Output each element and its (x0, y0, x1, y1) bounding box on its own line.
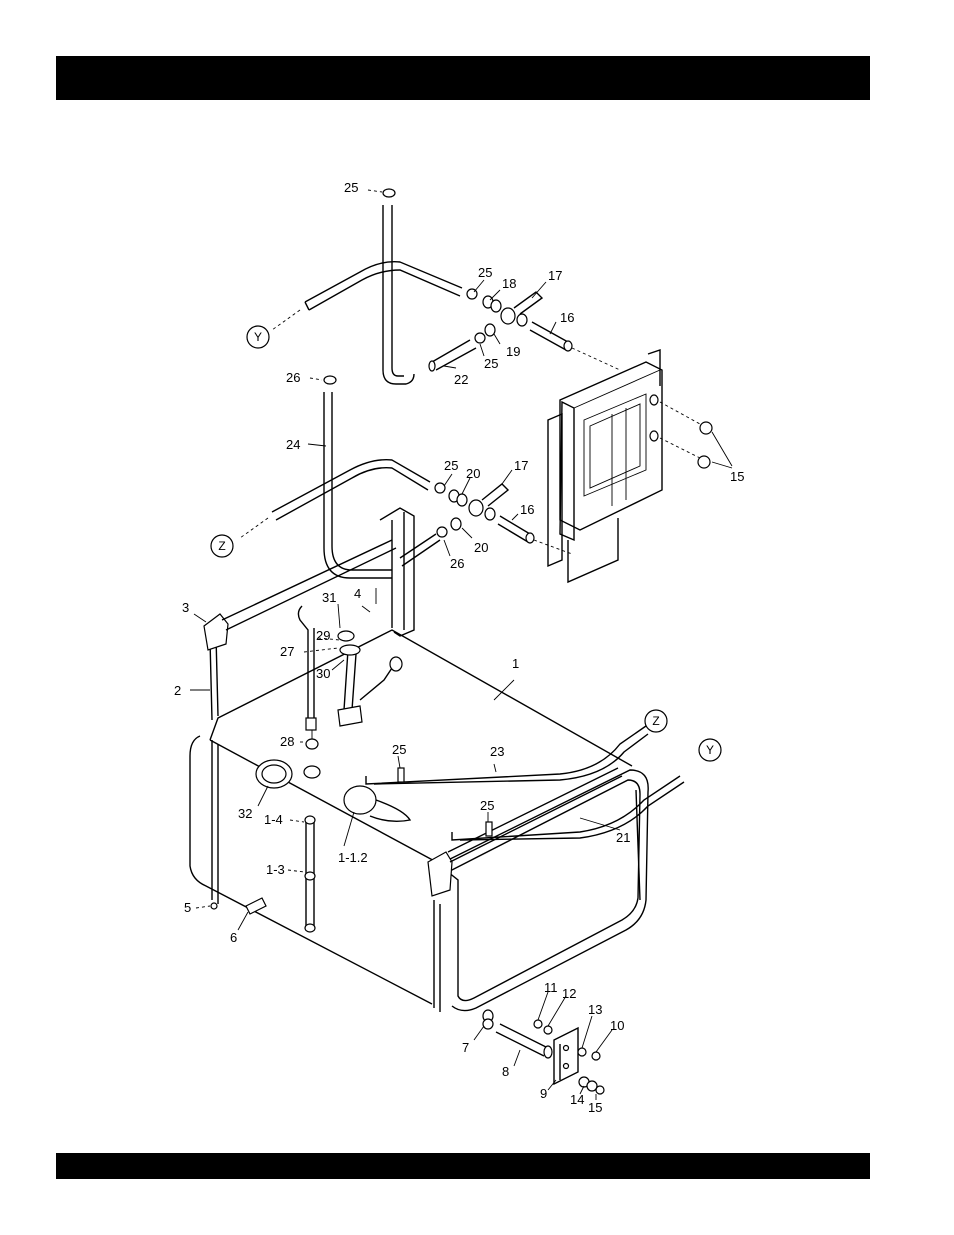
part-label: 13 (588, 1002, 602, 1017)
upper-hose-assembly (272, 189, 620, 384)
part-label: 14 (570, 1092, 584, 1107)
part-label: 16 (520, 502, 534, 517)
svg-text:Z: Z (218, 539, 225, 553)
part-label: 28 (280, 734, 294, 749)
part-label: 10 (610, 1018, 624, 1033)
part-label: 8 (502, 1064, 509, 1079)
part-label: 27 (280, 644, 294, 659)
part-label: 17 (548, 268, 562, 283)
part-label: 1-3 (266, 862, 285, 877)
part-label: 22 (454, 372, 468, 387)
svg-text:Y: Y (706, 743, 714, 757)
cooler-bracket (548, 350, 732, 582)
part-label: 26 (450, 556, 464, 571)
part-label: 31 (322, 590, 336, 605)
part-label: 15 (730, 469, 744, 484)
part-label: 1-4 (264, 812, 283, 827)
part-label: 25 (444, 458, 458, 473)
part-label: 26 (286, 370, 300, 385)
part-label: 25 (478, 265, 492, 280)
part-label: 16 (560, 310, 574, 325)
part-label: 21 (616, 830, 630, 845)
part-label: 12 (562, 986, 576, 1001)
part-label: 29 (316, 628, 330, 643)
part-label: 25 (344, 180, 358, 195)
part-label: 23 (490, 744, 504, 759)
fuel-tank (190, 540, 684, 1029)
part-label: 30 (316, 666, 330, 681)
part-label: 15 (588, 1100, 602, 1115)
part-label: 20 (474, 540, 488, 555)
part-labels: 25 25 18 17 16 19 25 22 26 24 25 20 17 1… (174, 180, 744, 1115)
part-label: 11 (544, 980, 558, 995)
part-label: 19 (506, 344, 520, 359)
part-label: 25 (484, 356, 498, 371)
bottom-bracket (496, 1020, 604, 1094)
part-label: 3 (182, 600, 189, 615)
part-label: 2 (174, 683, 181, 698)
callout-z-left: Z (211, 535, 233, 557)
part-label: 7 (462, 1040, 469, 1055)
part-label: 18 (502, 276, 516, 291)
part-label: 24 (286, 437, 300, 452)
callout-y-left: Y (247, 326, 269, 348)
part-label: 25 (480, 798, 494, 813)
part-label: 25 (392, 742, 406, 757)
part-label: 4 (354, 586, 361, 601)
part-label: 1-1.2 (338, 850, 368, 865)
callout-y-right: Y (699, 739, 721, 761)
part-label: 32 (238, 806, 252, 821)
svg-text:Y: Y (254, 330, 262, 344)
part-label: 1 (512, 656, 519, 671)
callout-z-right: Z (645, 710, 667, 732)
part-label: 20 (466, 466, 480, 481)
part-label: 5 (184, 900, 191, 915)
part-label: 6 (230, 930, 237, 945)
svg-text:Z: Z (652, 714, 659, 728)
part-label: 17 (514, 458, 528, 473)
part-label: 9 (540, 1086, 547, 1101)
